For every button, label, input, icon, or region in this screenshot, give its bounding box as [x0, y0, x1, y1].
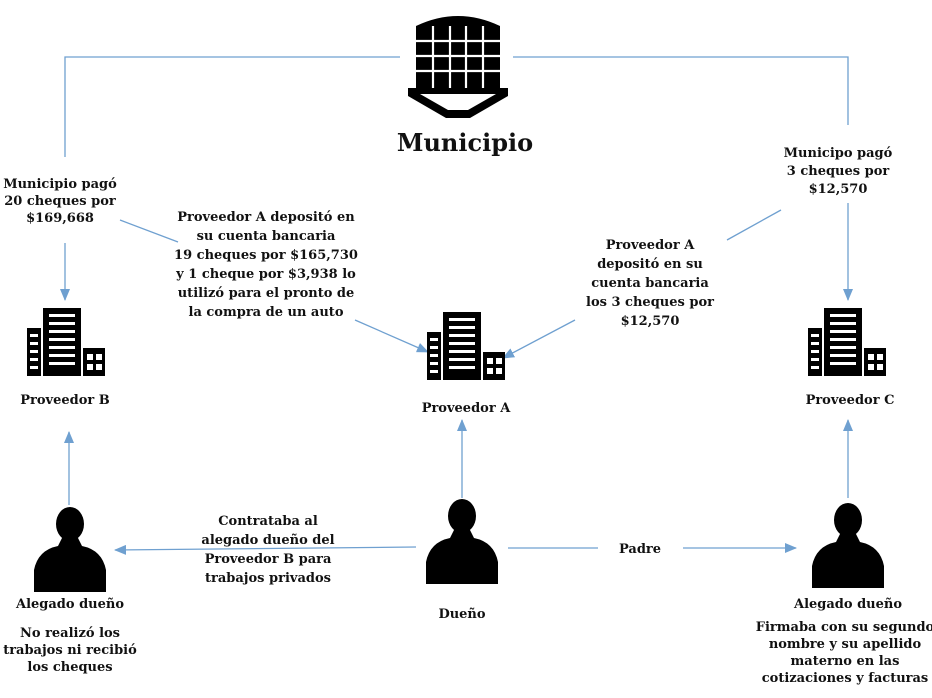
text-line: 19 cheques por $165,730 [174, 248, 358, 263]
text-line: depositó en su [597, 257, 703, 272]
proveedor-a-building-icon [427, 312, 505, 380]
alegado-b-person-icon [34, 507, 106, 592]
alegado-b-note: No realizó los trabajos ni recibió los che… [3, 626, 137, 675]
proveedor-b-building-icon [27, 308, 105, 376]
text-line: nombre y su apellido [769, 637, 922, 652]
proveedor-b-label: Proveedor B [20, 393, 110, 408]
proveedor-c-label: Proveedor C [806, 393, 895, 408]
text-line: materno en las [791, 654, 900, 669]
dueno-label: Dueño [438, 607, 485, 622]
text-line: $169,668 [26, 211, 94, 226]
text-line: Padre [619, 542, 661, 557]
connectors [60, 56, 853, 555]
text-line: trabajos privados [205, 571, 331, 586]
alegado-c-label: Alegado dueño [793, 597, 902, 612]
arrow-proveedor-c-to-a [502, 319, 576, 359]
dueno-person-icon [426, 499, 498, 584]
alegado-c-note: Firmaba con su segundo nombre y su apelli… [756, 620, 932, 686]
edge-label-municipio-to-proveedor-c: Municipo pagó 3 cheques por $12,570 [784, 146, 893, 197]
text-line: trabajos ni recibió [3, 643, 137, 658]
text-line: $12,570 [809, 182, 868, 197]
text-line: Firmaba con su segundo [756, 620, 932, 635]
edge-label-proveedor-c-to-a: Proveedor A depositó en su cuenta bancaria… [586, 238, 714, 329]
text-line: Proveedor B para [205, 552, 332, 567]
line-municipio-to-proveedor-c [513, 56, 849, 125]
text-line: utilizó para el pronto de [178, 286, 355, 301]
alegado-c-person-icon [812, 503, 884, 588]
proveedor-c-building-icon [808, 308, 886, 376]
text-line: Municipo pagó [784, 146, 893, 161]
municipio-title: Municipio [397, 128, 533, 157]
text-line: y 1 cheque por $3,938 lo [175, 267, 356, 282]
arrow-proveedor-b-to-a [354, 319, 429, 353]
text-line: Contrataba al [218, 514, 318, 529]
arrow-dueno-to-alegado-b [114, 544, 417, 555]
edge-label-dueno-to-alegado-c: Padre [619, 542, 661, 557]
proveedor-a-label: Proveedor A [422, 401, 512, 416]
text-line: Municipio pagó [3, 177, 117, 192]
text-line: cotizaciones y facturas [762, 671, 929, 686]
text-line: 3 cheques por [787, 164, 890, 179]
text-line: la compra de un auto [189, 305, 344, 320]
text-line: $12,570 [621, 314, 680, 329]
text-line: 20 cheques por [4, 194, 116, 209]
text-line: los cheques [27, 660, 112, 675]
text-line: Proveedor A depositó en [177, 210, 355, 225]
text-line: su cuenta bancaria [197, 229, 336, 244]
edge-label-proveedor-b-to-a: Proveedor A depositó en su cuenta bancari… [174, 210, 358, 320]
line-municipio-to-proveedor-b [64, 56, 400, 157]
line-proveedor-c-to-a-upper [726, 209, 782, 241]
text-line: los 3 cheques por [586, 295, 714, 310]
text-line: alegado dueño del [201, 533, 334, 548]
municipal-building-icon [408, 16, 508, 118]
text-line: cuenta bancaria [591, 276, 709, 291]
text-line: No realizó los [20, 626, 120, 641]
line-proveedor-b-to-a-upper [119, 219, 179, 243]
alegado-b-label: Alegado dueño [15, 597, 124, 612]
edge-label-municipio-to-proveedor-b: Municipio pagó 20 cheques por $169,668 [3, 177, 117, 226]
text-line: Proveedor A [606, 238, 696, 253]
